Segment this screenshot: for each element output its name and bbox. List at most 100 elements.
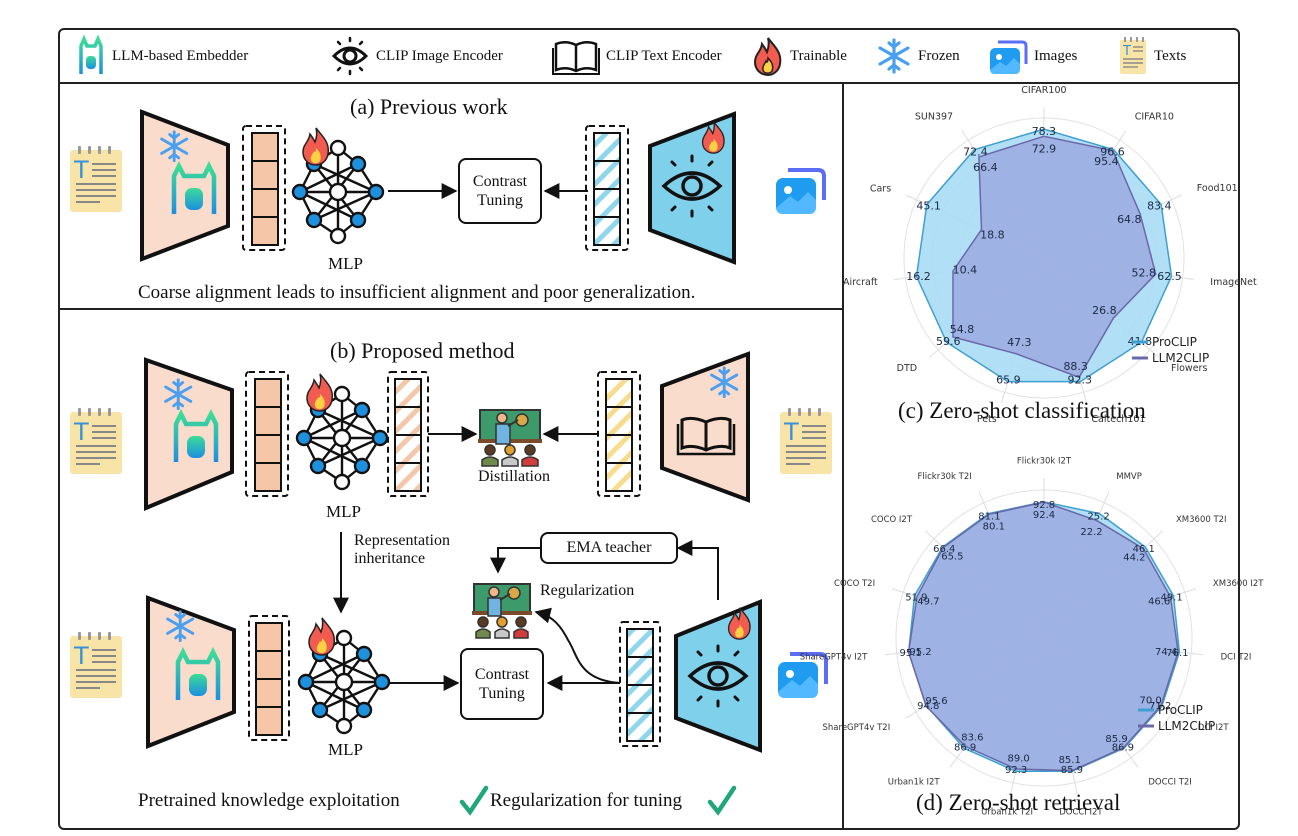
- data-label: 80.1: [983, 521, 1005, 532]
- legend-item-frozen: Frozen: [876, 36, 960, 76]
- svg-text:T: T: [1122, 44, 1131, 59]
- clip-image-encoder: [648, 111, 736, 265]
- data-label: 70.0: [1139, 696, 1161, 707]
- axis-label: DOCCI T2I: [1148, 778, 1191, 788]
- legend-label: ProCLIP: [1158, 703, 1203, 717]
- axis-label: COCO T2I: [834, 579, 875, 589]
- legend-item-images: Images: [988, 36, 1077, 76]
- eye-icon: [331, 36, 369, 76]
- legend-label: Texts: [1154, 47, 1187, 64]
- data-label: 95.2: [909, 647, 931, 658]
- eye-icon: [687, 644, 749, 708]
- data-label: 92.3: [1005, 765, 1027, 776]
- data-label: 46.6: [1148, 597, 1170, 608]
- eye-icon: [661, 154, 723, 218]
- fire-icon: [727, 607, 751, 640]
- mlp-network-bottom: [297, 617, 391, 735]
- data-label: 83.6: [961, 733, 983, 744]
- axis-label: DCI I2T: [1198, 723, 1230, 733]
- axis-label: Urban1k T2I: [981, 808, 1033, 818]
- legend-label: LLM2CLIP: [1152, 351, 1209, 365]
- axis-label: Flickr30k I2T: [1017, 456, 1072, 466]
- data-label: 51.9: [905, 593, 927, 604]
- regularization-label: Regularization: [540, 582, 635, 599]
- legend-label: ProCLIP: [1152, 335, 1197, 349]
- axis-label: DTD: [897, 363, 917, 374]
- ema-teacher-box: EMA teacher: [540, 532, 678, 564]
- data-label: 88.3: [1063, 360, 1088, 373]
- data-label: 47.3: [1007, 336, 1032, 349]
- data-label: 44.2: [1123, 553, 1145, 564]
- check-icon: [707, 785, 737, 816]
- distillation-label: Distillation: [478, 468, 550, 485]
- mlp-label-bottom: MLP: [328, 740, 363, 759]
- data-label: 59.6: [936, 335, 961, 348]
- legend-item-llm-embedder: LLM-based Embedder: [76, 34, 249, 76]
- panel-previous-work: (a) Previous work T: [58, 84, 844, 310]
- axis-label: Cars: [870, 183, 891, 194]
- data-label: 72.4: [963, 145, 988, 158]
- data-label: 49.7: [917, 596, 939, 607]
- axis-label: DOCCI I2T: [1059, 808, 1103, 818]
- axis-label: XM3600 T2I: [1176, 515, 1227, 525]
- texts-icon: T: [70, 632, 122, 698]
- data-label: 26.8: [1092, 304, 1117, 317]
- svg-text:T: T: [73, 156, 89, 184]
- regularization-arrow: [534, 607, 621, 684]
- panel-a-diagram: T: [70, 109, 826, 265]
- data-label: 96.6: [1100, 145, 1125, 158]
- llm-encoder-top: [144, 357, 234, 512]
- data-label: 92.3: [1068, 374, 1093, 387]
- axis-label: DCI T2I: [1221, 653, 1252, 663]
- axis-label: ShareGPT4v I2T: [800, 653, 868, 663]
- classroom-regularization-icon: [472, 583, 532, 639]
- text-embedding: [242, 125, 286, 251]
- legend-item-texts: T Texts: [1118, 36, 1186, 76]
- data-label: 16.2: [906, 270, 931, 283]
- legend-label: LLM2CLIP: [1158, 719, 1215, 733]
- data-label: 18.8: [980, 228, 1005, 241]
- panel-b-diagram: T: [70, 351, 832, 816]
- axis-label: CIFAR10: [1135, 112, 1174, 123]
- data-label: 85.9: [1061, 765, 1083, 776]
- mlp-label: MLP: [328, 254, 363, 273]
- fire-icon: [308, 617, 336, 656]
- llama-icon: [171, 160, 217, 214]
- data-label: 72.9: [1032, 142, 1057, 155]
- clip-image-encoder-bottom: [674, 599, 762, 753]
- llama-icon: [79, 34, 103, 74]
- data-label: 71.2: [1149, 701, 1171, 712]
- charts-area: CIFAR10Food101ImageNetFlowersCaltech101P…: [800, 85, 1265, 818]
- data-label: 92.8: [1033, 500, 1055, 511]
- data-label: 86.9: [954, 743, 976, 754]
- legend-label: LLM-based Embedder: [112, 47, 249, 64]
- texts-icon: T: [70, 146, 122, 212]
- data-label: 65.9: [996, 374, 1021, 387]
- axis-label: Urban1k I2T: [888, 778, 941, 788]
- panel-b-caption-part2: Regularization for tuning: [490, 790, 683, 811]
- snowflake-icon: [166, 610, 195, 643]
- data-label: 62.5: [1157, 270, 1182, 283]
- data-label: 89.0: [1008, 753, 1030, 764]
- axis-label: Flowers: [1171, 363, 1207, 374]
- llm-encoder: [140, 109, 230, 262]
- texts-icon: T: [1120, 37, 1146, 74]
- llm-encoder-bottom: [146, 595, 236, 749]
- mlp-label-top: MLP: [326, 502, 361, 521]
- book-icon: [552, 41, 600, 75]
- chart-d-title: (d) Zero-shot retrieval: [916, 790, 1121, 815]
- legend-label: CLIP Image Encoder: [376, 47, 503, 64]
- axis-label: ShareGPT4v T2I: [823, 723, 891, 733]
- legend-label: Images: [1034, 47, 1078, 64]
- data-label: 52.8: [1132, 266, 1157, 279]
- data-label: 54.8: [950, 323, 975, 336]
- images-icon: [990, 40, 1028, 74]
- book-icon: [676, 416, 736, 456]
- data-label: 74.4: [1155, 647, 1177, 658]
- ema-arrow-in: [676, 540, 719, 600]
- data-label: 78.3: [1032, 125, 1057, 138]
- radar-chart-classification: CIFAR10Food101ImageNetFlowersCaltech101P…: [843, 85, 1257, 425]
- panel-a-caption: Coarse alignment leads to insufficient a…: [138, 282, 696, 303]
- text-embedding-top: [245, 371, 289, 497]
- snowflake-icon: [878, 38, 910, 74]
